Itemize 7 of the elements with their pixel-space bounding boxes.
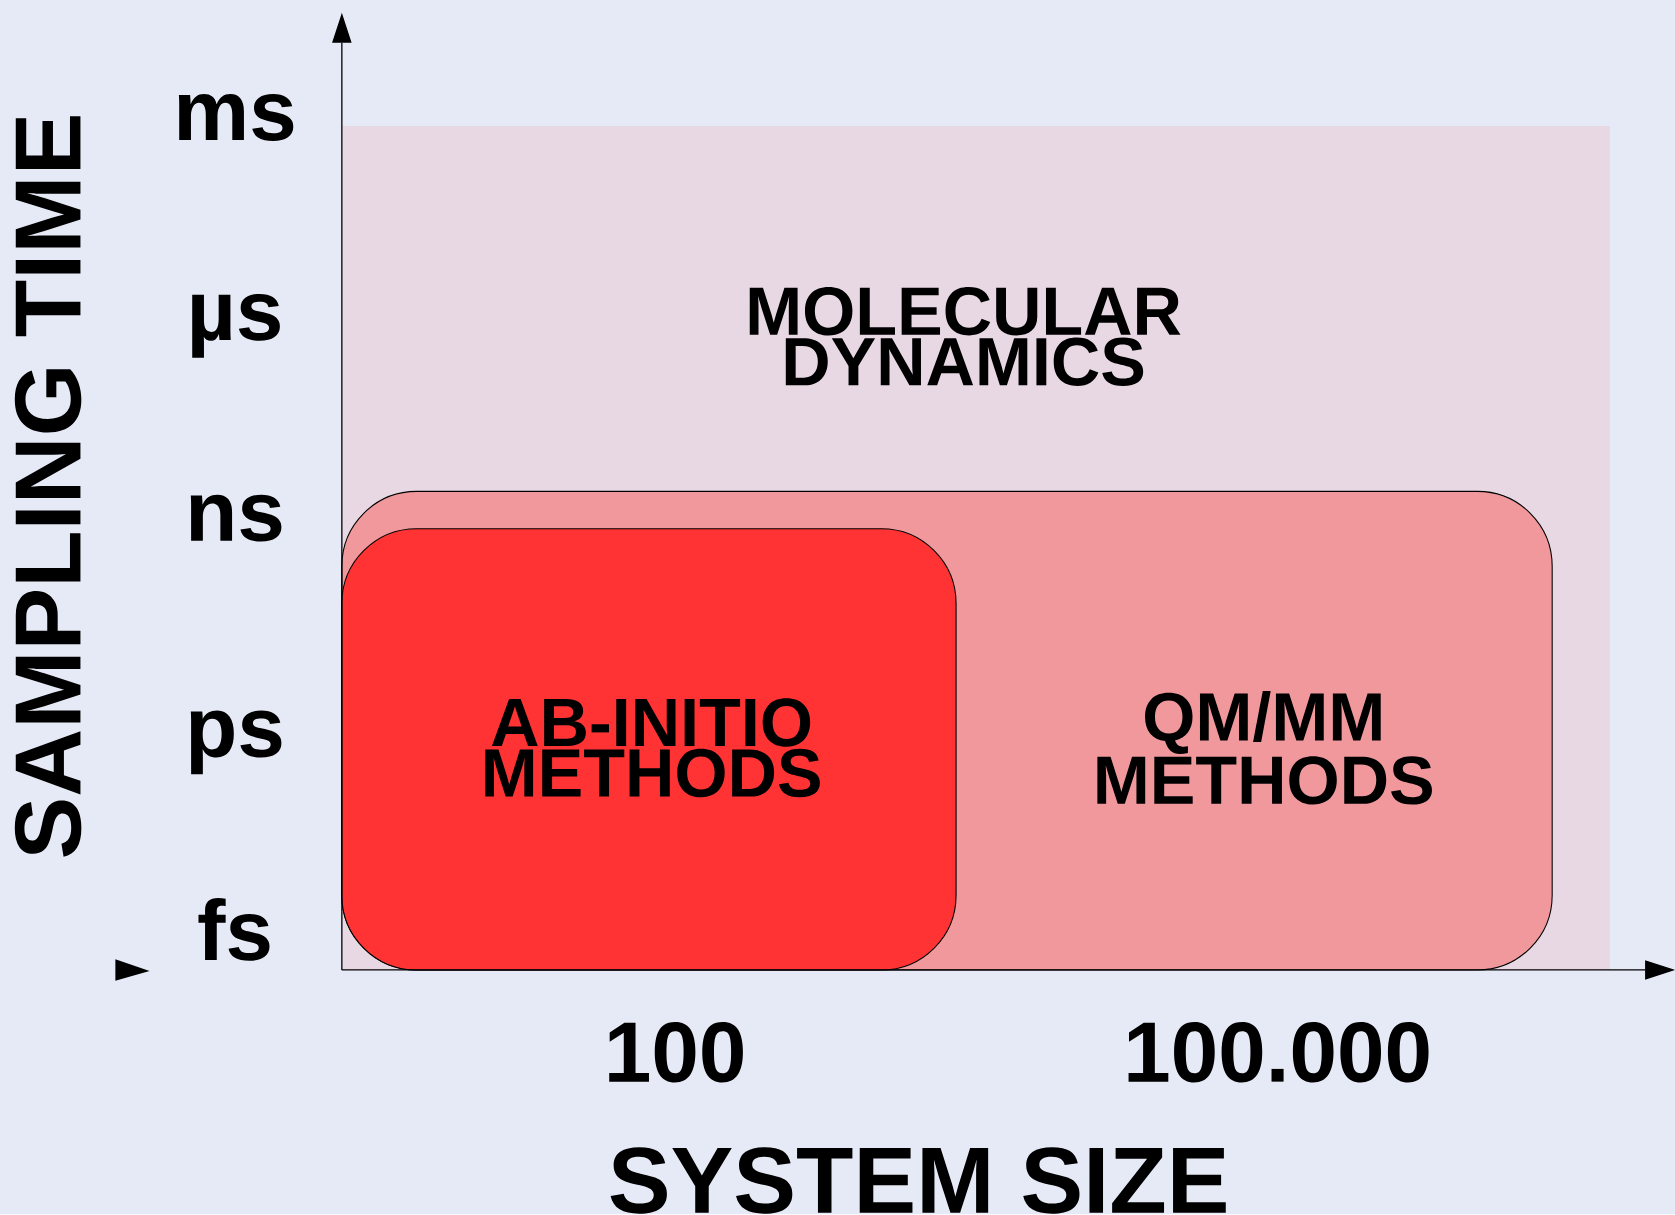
tick-label: ms [178, 94, 294, 142]
tick-label: 100.000 [1128, 1022, 1429, 1083]
axis-title: SAMPLING TIME [14, 116, 82, 857]
tick-label: ns [190, 494, 282, 542]
method-box: AB-INITIO METHODS [341, 528, 957, 971]
axis-title: SYSTEM SIZE [610, 1147, 1226, 1214]
tick-label: µs [192, 294, 280, 358]
